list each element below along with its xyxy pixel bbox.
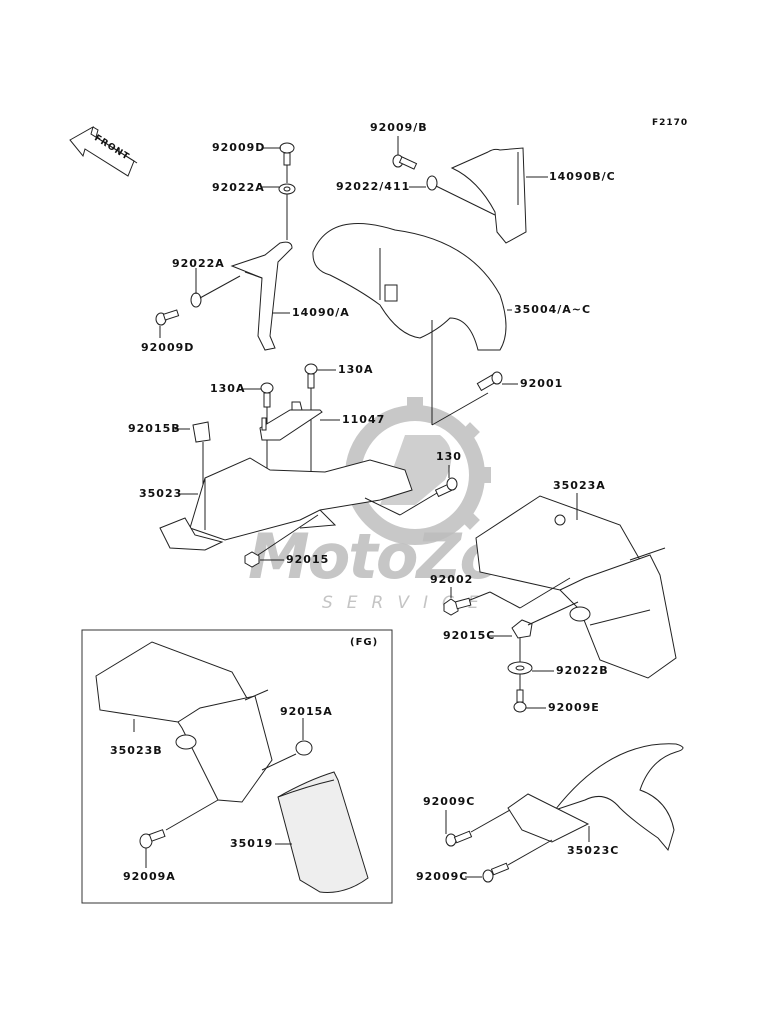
nut-92015-icon — [244, 514, 319, 568]
bolt-130A-right-icon — [304, 363, 318, 475]
screw-92009A-icon — [139, 799, 219, 849]
front-fender-35004-icon — [312, 223, 507, 426]
part-label-130[interactable]: 130 — [436, 450, 462, 463]
bracket-11047-icon — [259, 401, 323, 441]
bolt-92002-icon — [443, 577, 571, 616]
part-label-92022-411[interactable]: 92022/411 — [336, 180, 411, 193]
part-label-130A-right[interactable]: 130A — [338, 363, 374, 376]
tray-35023-icon — [159, 457, 413, 551]
part-label-14090A[interactable]: 14090/A — [292, 306, 350, 319]
part-label-92015[interactable]: 92015 — [286, 553, 330, 566]
part-label-92009A[interactable]: 92009A — [123, 870, 176, 883]
rear-fender-35023A-icon — [475, 495, 677, 679]
screw-92009D-top-icon — [278, 142, 296, 240]
screw-92009E-icon — [513, 689, 527, 713]
part-label-92022A-side[interactable]: 92022A — [172, 257, 225, 270]
part-label-92015C[interactable]: 92015C — [443, 629, 496, 642]
bolt-130-icon — [364, 477, 458, 516]
part-label-92002[interactable]: 92002 — [430, 573, 474, 586]
part-label-92009D-side[interactable]: 92009D — [141, 341, 195, 354]
part-label-14090BC[interactable]: 14090B/C — [549, 170, 616, 183]
part-label-92015A[interactable]: 92015A — [280, 705, 333, 718]
screw-92009C-bottom-icon — [482, 839, 553, 883]
screw-92009B-icon — [392, 154, 496, 216]
bolt-92001-icon — [476, 371, 503, 392]
inset-label-fg: (FG) — [350, 637, 379, 648]
part-label-92009B[interactable]: 92009/B — [370, 121, 428, 134]
screw-92009C-top-icon — [445, 809, 511, 847]
clip-92015C-icon — [511, 601, 579, 662]
diagram-code: F2170 — [652, 118, 689, 128]
bracket-14090BC-icon — [450, 147, 527, 244]
part-label-35023[interactable]: 35023 — [139, 487, 183, 500]
part-label-130A-left[interactable]: 130A — [210, 382, 246, 395]
bracket-14090A-icon — [230, 241, 293, 351]
screw-92009D-side-icon — [155, 275, 241, 326]
part-label-92009E[interactable]: 92009E — [548, 701, 600, 714]
nut-92015A-icon — [261, 740, 313, 771]
part-label-92022B[interactable]: 92022B — [556, 664, 609, 677]
front-arrow-icon — [69, 125, 138, 177]
part-label-92009C-bottom[interactable]: 92009C — [416, 870, 469, 883]
part-label-92009D-top[interactable]: 92009D — [212, 141, 266, 154]
part-label-11047[interactable]: 11047 — [342, 413, 386, 426]
part-label-35019[interactable]: 35019 — [230, 837, 274, 850]
part-label-92009C-top[interactable]: 92009C — [423, 795, 476, 808]
mud-flap-35019-icon — [277, 771, 369, 893]
part-label-35023B[interactable]: 35023B — [110, 744, 163, 757]
hugger-35023C-icon — [507, 743, 684, 852]
part-label-35023A[interactable]: 35023A — [553, 479, 606, 492]
rear-fender-35023B-icon — [95, 641, 273, 803]
part-label-92015B[interactable]: 92015B — [128, 422, 181, 435]
part-label-92022A-top[interactable]: 92022A — [212, 181, 265, 194]
part-label-92001[interactable]: 92001 — [520, 377, 564, 390]
leader-lines — [133, 136, 590, 878]
part-label-35004[interactable]: 35004/A~C — [514, 303, 592, 316]
inset-box-fg — [81, 629, 393, 904]
watermark-subtitle: SERVICE — [322, 593, 493, 613]
part-label-35023C[interactable]: 35023C — [567, 844, 620, 857]
washer-92022B-icon — [507, 661, 533, 690]
